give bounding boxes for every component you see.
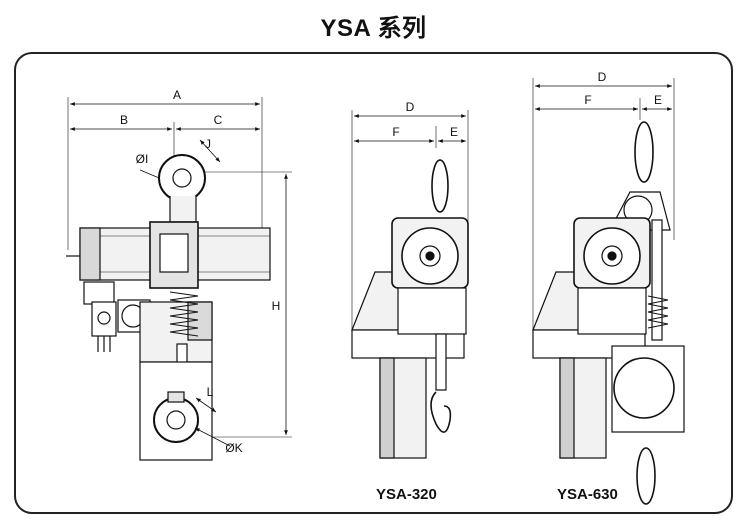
dim-e-label-320: E (450, 125, 458, 139)
side-view (66, 97, 292, 461)
dim-b-label: B (120, 113, 128, 127)
dim-j-label: J (205, 137, 211, 151)
dim-l-label: L (207, 385, 214, 399)
model-label-ysa-320: YSA-320 (376, 486, 437, 503)
drawing-frame (14, 52, 733, 514)
front-view-ysa-320 (351, 110, 469, 459)
model-label-ysa-630: YSA-630 (557, 486, 618, 503)
dim-c-label: C (214, 113, 223, 127)
dim-d-label-630: D (598, 70, 607, 84)
dim-e-label-630: E (654, 93, 662, 107)
dim-h-label: H (272, 299, 281, 313)
dim-a-label: A (173, 88, 181, 102)
dim-d-label-320: D (406, 100, 415, 114)
dim-f-label-320: F (392, 125, 399, 139)
front-view-ysa-630 (532, 78, 685, 505)
page-title: YSA 系列 (320, 15, 427, 42)
dim-i-label: ØI (136, 152, 149, 166)
dim-f-label-630: F (584, 93, 591, 107)
dim-k-label: ØK (225, 441, 242, 455)
